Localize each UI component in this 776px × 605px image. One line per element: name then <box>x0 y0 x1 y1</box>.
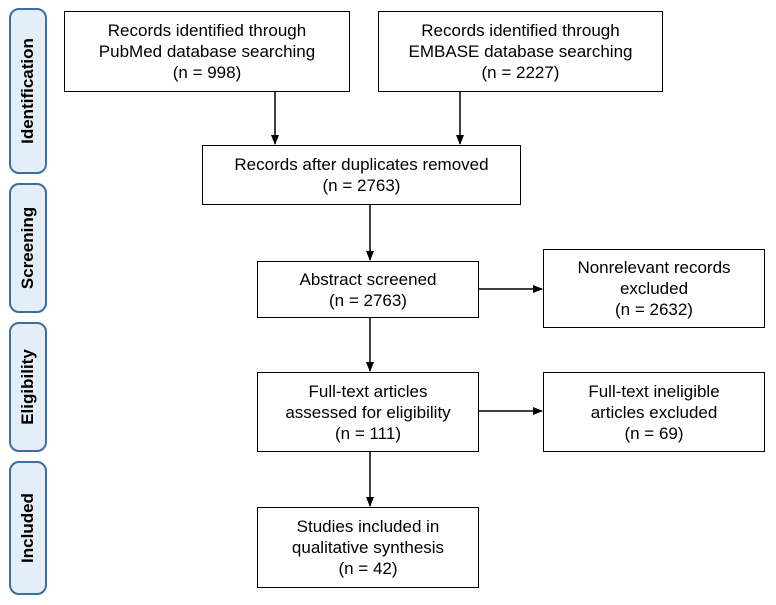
phase-eligibility: Eligibility <box>9 322 47 452</box>
box-studies-included: Studies included in qualitative synthesi… <box>257 507 479 588</box>
box-fulltext-count: (n = 111) <box>335 423 401 443</box>
box-fulltext-assessed: Full-text articles assessed for eligibil… <box>257 372 479 452</box>
box-included-line2: qualitative synthesis <box>291 538 445 557</box>
box-included-line1: Studies included in <box>296 517 440 536</box>
box-included-count: (n = 42) <box>338 559 398 578</box>
box-pubmed-line2: PubMed database searching <box>98 42 316 61</box>
phase-screening: Screening <box>9 183 47 313</box>
box-pubmed-records: Records identified through PubMed databa… <box>64 11 350 92</box>
box-abstract-count: (n = 2763) <box>329 290 407 310</box>
box-embase-records: Records identified through EMBASE databa… <box>378 11 663 92</box>
box-nonrelevant-line2: excluded <box>619 279 689 298</box>
box-duplicates-line1: Records after duplicates removed <box>234 155 489 174</box>
phase-identification: Identification <box>9 8 47 174</box>
box-embase-line1: Records identified through <box>421 21 620 40</box>
box-nonrelevant-count: (n = 2632) <box>615 300 693 319</box>
box-pubmed-line1: Records identified through <box>107 21 307 40</box>
box-embase-count: (n = 2227) <box>481 63 560 82</box>
box-ineligible-line1: Full-text ineligible <box>588 381 720 401</box>
box-pubmed-count: (n = 998) <box>172 63 242 82</box>
box-embase-line2: EMBASE database searching <box>408 42 633 61</box>
box-fulltext-line1: Full-text articles <box>308 381 428 401</box>
box-ineligible-excluded: Full-text ineligible articles excluded (… <box>543 372 765 452</box>
box-ineligible-count: (n = 69) <box>624 423 684 443</box>
phase-included: Included <box>9 461 47 595</box>
box-abstract-line1: Abstract screened <box>299 269 437 289</box>
box-duplicates-removed: Records after duplicates removed (n = 27… <box>202 145 521 205</box>
box-fulltext-line2: assessed for eligibility <box>285 402 451 422</box>
box-nonrelevant-excluded: Nonrelevant records excluded (n = 2632) <box>543 249 765 328</box>
box-nonrelevant-line1: Nonrelevant records <box>577 258 731 277</box>
box-ineligible-line2: articles excluded <box>590 402 718 422</box>
box-duplicates-count: (n = 2763) <box>322 176 401 195</box>
box-abstract-screened: Abstract screened (n = 2763) <box>257 261 479 318</box>
